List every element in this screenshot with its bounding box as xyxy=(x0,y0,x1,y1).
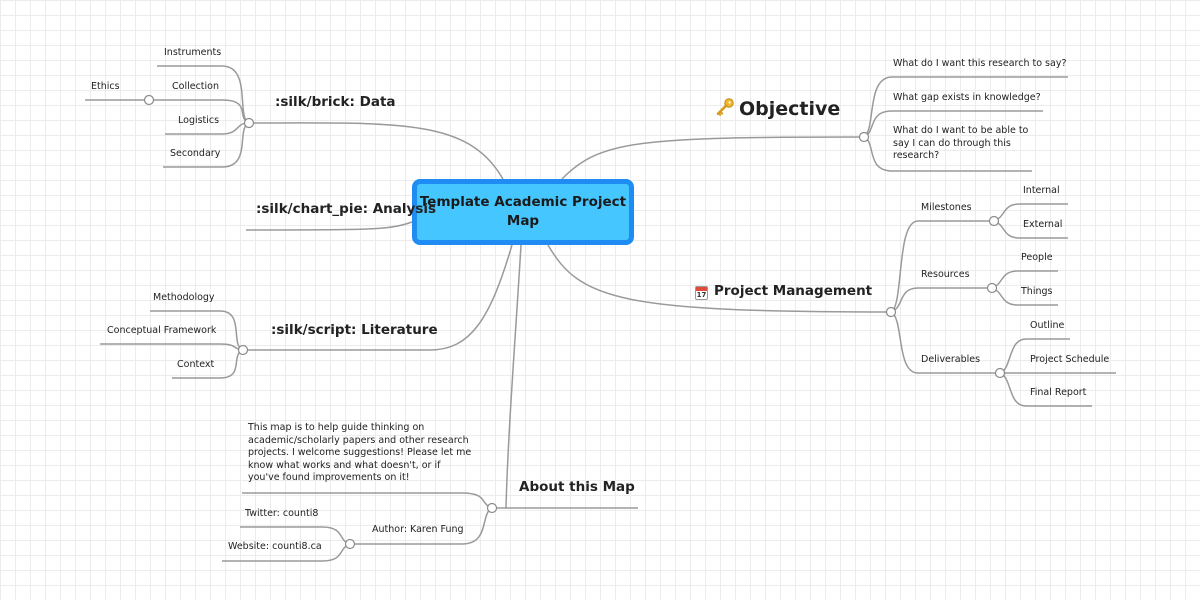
collapse-toggle-objective[interactable] xyxy=(858,131,870,143)
edge-root-analysis xyxy=(245,221,413,231)
collapse-toggle-about[interactable] xyxy=(486,502,498,514)
node-outline[interactable]: Outline xyxy=(1030,320,1065,331)
node-objective-say[interactable]: What do I want this research to say? xyxy=(893,58,1067,69)
collapse-toggle-literature[interactable] xyxy=(237,344,249,356)
edge-pm-resources xyxy=(890,287,992,313)
node-objective-gap[interactable]: What gap exists in knowledge? xyxy=(893,92,1041,103)
node-logistics[interactable]: Logistics xyxy=(178,115,220,126)
node-resources[interactable]: Resources xyxy=(921,269,970,280)
collapse-toggle-resources[interactable] xyxy=(986,282,998,294)
node-project-schedule[interactable]: Project Schedule xyxy=(1030,354,1110,365)
branch-about[interactable]: About this Map xyxy=(519,479,635,495)
edge-root-about xyxy=(505,244,638,509)
collapse-toggle-data[interactable] xyxy=(243,117,255,129)
branch-data[interactable]: :silk/brick: Data xyxy=(275,94,396,110)
branch-project-management[interactable]: 17 Project Management xyxy=(695,283,872,300)
node-methodology[interactable]: Methodology xyxy=(153,292,215,303)
edge-literature-framework xyxy=(100,343,244,351)
branch-objective-label: Objective xyxy=(739,98,841,120)
branch-literature[interactable]: :silk/script: Literature xyxy=(271,322,438,338)
node-things[interactable]: Things xyxy=(1021,286,1053,297)
collapse-toggle-collection[interactable] xyxy=(143,94,155,106)
node-deliverables[interactable]: Deliverables xyxy=(921,354,981,365)
node-conceptual-framework[interactable]: Conceptual Framework xyxy=(107,325,217,336)
edge-root-literature xyxy=(243,244,513,351)
node-author[interactable]: Author: Karen Fung xyxy=(372,524,464,535)
collapse-toggle-milestones[interactable] xyxy=(988,215,1000,227)
edge-root-objective xyxy=(561,136,865,180)
node-milestones[interactable]: Milestones xyxy=(921,202,972,213)
edge-root-pm xyxy=(547,244,892,313)
node-twitter[interactable]: Twitter: counti8 xyxy=(245,508,319,519)
node-ethics[interactable]: Ethics xyxy=(91,81,120,92)
edge-about-note xyxy=(242,492,493,509)
branch-objective[interactable]: Objective xyxy=(715,98,840,120)
node-website[interactable]: Website: counti8.ca xyxy=(228,541,322,552)
branch-analysis[interactable]: :silk/chart_pie: Analysis xyxy=(256,201,437,217)
node-objective-do[interactable]: What do I want to be able to say I can d… xyxy=(893,125,1029,161)
root-title: Template Academic Project Map xyxy=(419,194,627,229)
collapse-toggle-pm[interactable] xyxy=(885,306,897,318)
node-secondary[interactable]: Secondary xyxy=(170,148,221,159)
node-instruments[interactable]: Instruments xyxy=(164,47,222,58)
node-external[interactable]: External xyxy=(1023,219,1063,230)
root-node[interactable]: Template Academic Project Map xyxy=(412,179,634,245)
edge-pm-milestones xyxy=(890,220,994,313)
edge-objective-q1 xyxy=(863,76,1068,138)
node-people[interactable]: People xyxy=(1021,252,1053,263)
key-icon xyxy=(716,98,734,116)
node-internal[interactable]: Internal xyxy=(1023,185,1060,196)
node-collection[interactable]: Collection xyxy=(172,81,219,92)
collapse-toggle-author[interactable] xyxy=(344,538,356,550)
branch-pm-label: Project Management xyxy=(714,283,873,299)
node-context[interactable]: Context xyxy=(177,359,215,370)
about-note[interactable]: This map is to help guide thinking on ac… xyxy=(248,422,472,483)
node-final-report[interactable]: Final Report xyxy=(1030,387,1087,398)
edge-root-data xyxy=(248,122,505,182)
edge-pm-deliverables xyxy=(890,311,1000,374)
collapse-toggle-deliverables[interactable] xyxy=(994,367,1006,379)
calendar-icon: 17 xyxy=(695,286,708,300)
